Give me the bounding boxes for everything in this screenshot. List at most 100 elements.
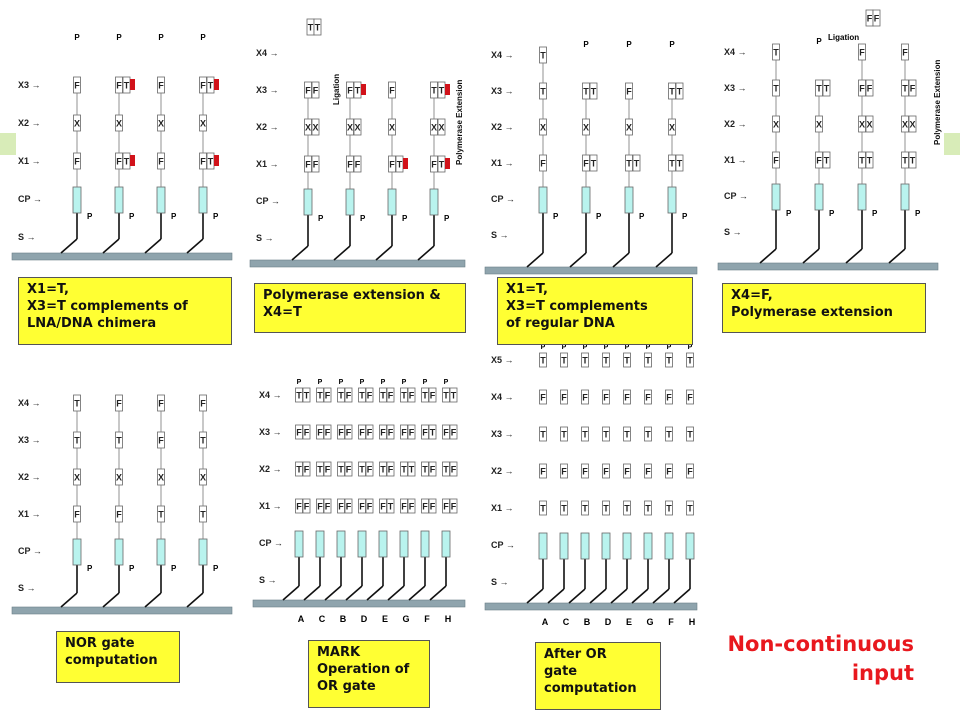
strand-segment [449, 387, 458, 403]
row-label: X1 → [724, 155, 747, 165]
capture-probe-box [771, 183, 781, 211]
diagram-svg: X4 →X3 →X2 →X1 →CP →S →TTXFPPTXFTTPFFXTF… [717, 9, 942, 271]
strand-letter: F [430, 391, 436, 401]
strand-segment [560, 500, 568, 516]
linker-stem [144, 238, 162, 254]
strand-letter: F [325, 465, 331, 475]
strand-segment [644, 463, 652, 479]
right-side-tab [944, 133, 960, 155]
strand-letter: P [318, 379, 323, 386]
non-continuous-input-label: Non-continuous input [727, 632, 914, 685]
row-label: X2 → [724, 119, 747, 129]
lane-label: D [605, 617, 612, 627]
linker-stem [60, 238, 78, 254]
strand-segment [623, 389, 631, 405]
surface-bar [717, 262, 939, 271]
capture-probe-box [441, 530, 451, 558]
ligation-label: Ligation [828, 33, 859, 42]
strand-letter: F [624, 393, 630, 403]
linker-stem [802, 248, 820, 264]
strand-segment [400, 498, 408, 514]
strand-letter: F [645, 393, 651, 403]
strand-letter: X [312, 123, 318, 133]
strand-letter: T [582, 504, 588, 514]
lane-label: E [382, 614, 388, 624]
capture-probe-box [667, 186, 677, 214]
linker-stem [652, 588, 670, 604]
capture-probe-box [72, 186, 82, 214]
strand-segment [337, 424, 345, 440]
row-label: X4 → [256, 48, 279, 58]
row-label: X4 → [491, 392, 514, 402]
strand-letter: F [296, 428, 302, 438]
strand-letter: F [346, 391, 352, 401]
strand-letter: F [451, 465, 457, 475]
capture-probe-box [624, 186, 634, 214]
strand-letter: T [582, 430, 588, 440]
strand-letter: T [388, 502, 394, 512]
strand-letter: T [443, 465, 449, 475]
strand-letter: F [317, 428, 323, 438]
strand-segment [316, 461, 324, 477]
lna-marker [361, 84, 366, 95]
strand-segment [428, 387, 437, 403]
primer-label: P [639, 212, 645, 221]
strand-segment [665, 352, 673, 368]
strand-letter: F [389, 86, 395, 96]
row-label: X4 → [18, 398, 41, 408]
strand-letter: T [443, 391, 449, 401]
strand-segment [581, 426, 589, 442]
lna-marker [130, 79, 135, 90]
strand-letter: T [200, 436, 206, 446]
strand-letter: F [305, 160, 311, 170]
strand-segment [442, 498, 450, 514]
strand-segment [421, 387, 429, 403]
strand-letter: P [688, 344, 693, 351]
strand-letter: F [389, 160, 395, 170]
capture-probe-box [114, 538, 124, 566]
lane-label: F [668, 617, 674, 627]
strand-segment [865, 115, 874, 133]
lane-label: E [626, 617, 632, 627]
strand-letter: T [824, 156, 830, 166]
strand-letter: X [158, 473, 164, 483]
strand-segment [313, 18, 322, 36]
strand-letter: T [422, 391, 428, 401]
strand-segment [644, 500, 652, 516]
strand-letter: F [367, 502, 373, 512]
strand-segment [311, 155, 320, 173]
capture-probe-box [857, 183, 867, 211]
surface-bar [484, 266, 698, 275]
strand-letter: T [626, 159, 632, 169]
strand-letter: T [296, 391, 302, 401]
surface-bar [252, 599, 466, 608]
strand-segment [407, 461, 416, 477]
strand-segment [449, 461, 458, 477]
strand-segment [400, 424, 408, 440]
row-label: CP → [256, 196, 280, 206]
lane-label: C [319, 614, 326, 624]
linker-stem [568, 588, 586, 604]
row-label: CP → [491, 540, 515, 550]
row-label: X1 → [256, 159, 279, 169]
strand-letter: P [669, 40, 675, 49]
strand-letter: F [317, 502, 323, 512]
linker-stem [526, 252, 544, 268]
strand-segment [665, 426, 673, 442]
row-label: S → [491, 577, 509, 587]
lane-label: G [646, 617, 653, 627]
strand-letter: F [624, 467, 630, 477]
strand-segment [379, 387, 387, 403]
strand-letter: F [359, 502, 365, 512]
strand-segment [344, 387, 353, 403]
strand-segment [872, 9, 881, 27]
strand-segment [316, 424, 324, 440]
strand-segment [344, 461, 353, 477]
strand-letter: T [669, 87, 675, 97]
strand-letter: F [773, 156, 779, 166]
